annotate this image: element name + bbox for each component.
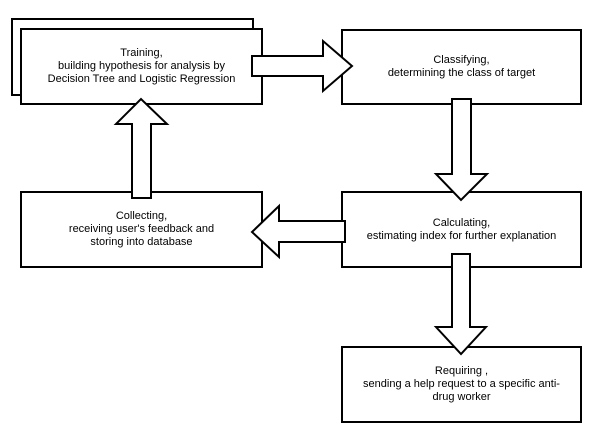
arrow-calculating-to-requiring	[433, 253, 489, 356]
classifying-label: Classifying, determining the class of ta…	[387, 54, 536, 79]
arrow-classifying-to-calculating	[433, 98, 490, 202]
arrow-training-to-classifying	[251, 38, 354, 94]
classifying-node: Classifying, determining the class of ta…	[341, 29, 582, 105]
requiring-label: Requiring , sending a help request to a …	[363, 365, 560, 403]
training-node: Training, building hypothesis for analys…	[20, 28, 263, 105]
collecting-node: Collecting, receiving user's feedback an…	[20, 191, 263, 268]
training-label: Training, building hypothesis for analys…	[47, 47, 236, 85]
arrow-calculating-to-collecting	[250, 203, 346, 260]
collecting-label: Collecting, receiving user's feedback an…	[68, 210, 215, 248]
requiring-node: Requiring , sending a help request to a …	[341, 346, 582, 423]
arrow-collecting-to-training	[113, 97, 170, 199]
calculating-label: Calculating, estimating index for furthe…	[366, 216, 557, 242]
